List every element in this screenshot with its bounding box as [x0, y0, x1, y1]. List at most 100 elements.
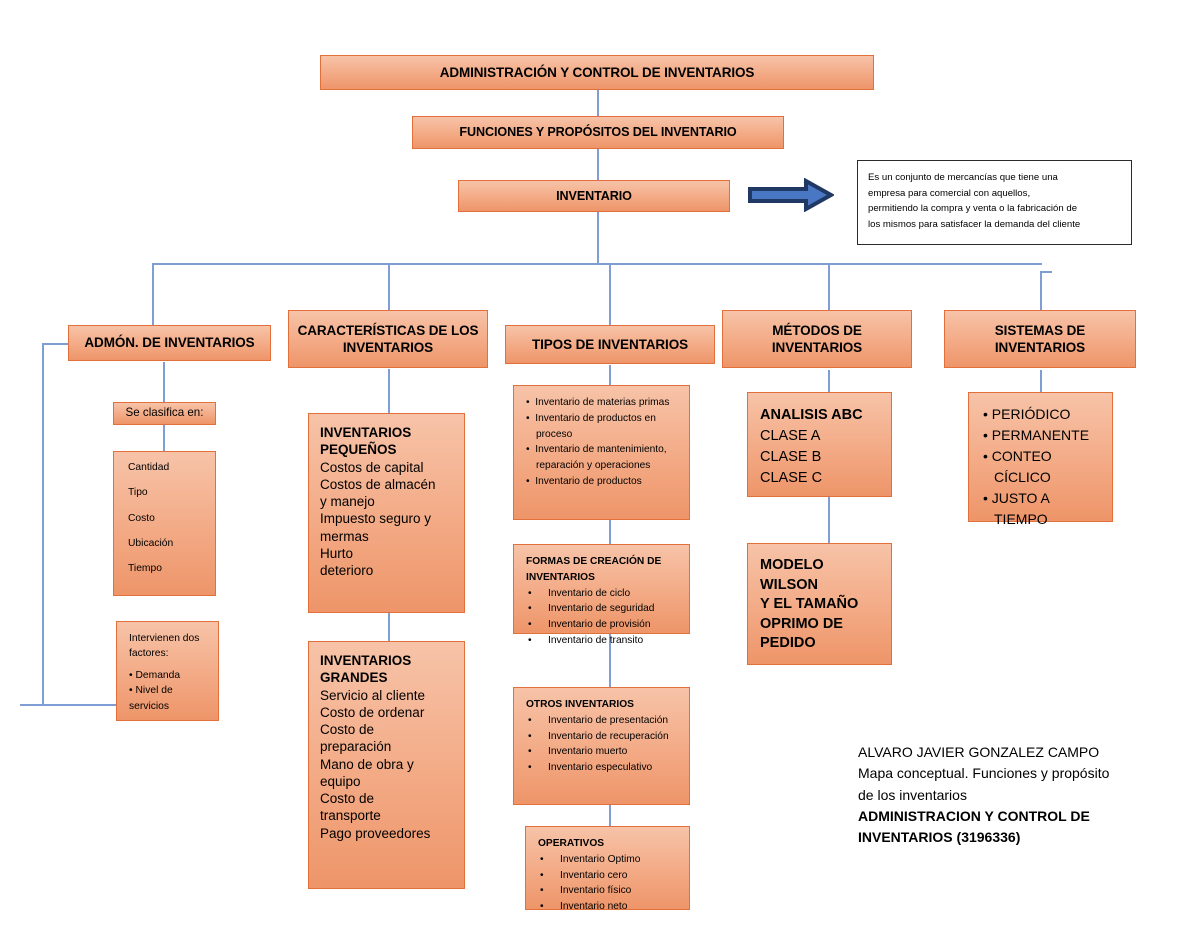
- connector-admon-left-stub: [42, 343, 70, 345]
- box-modelo-wilson[interactable]: MODELO WILSON Y EL TAMAÑO OPRIMO DE PEDI…: [747, 543, 892, 665]
- connector-admon-left-vertical: [42, 343, 44, 706]
- factores-header-2: factores:: [129, 648, 169, 660]
- branch-caracteristicas-label-1: CARACTERÍSTICAS DE LOS: [297, 322, 479, 338]
- box-branch-tipos[interactable]: TIPOS DE INVENTARIOS: [505, 325, 715, 364]
- clasificacion-item-0: Cantidad: [128, 462, 170, 473]
- box-se-clasifica-en[interactable]: Se clasifica en:: [113, 402, 216, 425]
- connector-funciones-to-inventario: [597, 149, 599, 182]
- right-block-arrow-icon: [748, 177, 836, 213]
- grandes-line-0: Servicio al cliente: [320, 687, 426, 703]
- operativos-item-0: Inventario Optimo: [538, 852, 681, 868]
- branch-sistemas-label-1: SISTEMAS DE: [994, 322, 1086, 338]
- box-funciones-propositos-label: FUNCIONES Y PROPÓSITOS DEL INVENTARIO: [459, 125, 737, 140]
- box-otros-inventarios[interactable]: OTROS INVENTARIOS Inventario de presenta…: [513, 687, 690, 805]
- wilson-line-2: OPRIMO DE: [760, 615, 843, 632]
- box-branch-caracteristicas[interactable]: CARACTERÍSTICAS DE LOS INVENTARIOS: [288, 310, 488, 368]
- box-funciones-propositos[interactable]: FUNCIONES Y PROPÓSITOS DEL INVENTARIO: [412, 116, 784, 149]
- grandes-title-1: INVENTARIOS: [320, 653, 412, 668]
- pequenos-line-2: y manejo: [320, 494, 375, 510]
- formas-item-2: Inventario de provisión: [526, 617, 681, 633]
- operativos-item-1: Inventario cero: [538, 868, 681, 884]
- connector-basicos-to-formas: [609, 520, 611, 544]
- connector-sistemas-to-items: [1040, 370, 1042, 392]
- connector-formas-to-otros: [609, 634, 611, 687]
- box-inventarios-pequenos[interactable]: INVENTARIOS PEQUEÑOS Costos de capital C…: [308, 413, 465, 613]
- connector-trunk-horizontal-right: [1040, 271, 1052, 273]
- formas-header-2: INVENTARIOS: [526, 571, 595, 583]
- grandes-line-5: equipo: [320, 773, 361, 789]
- operativos-header: OPERATIVOS: [538, 838, 605, 849]
- grandes-line-2: Costo de: [320, 722, 375, 738]
- otros-item-2: Inventario muerto: [526, 744, 681, 760]
- branch-tipos-label: TIPOS DE INVENTARIOS: [531, 336, 689, 352]
- abc-title: ANALISIS ABC: [760, 407, 863, 423]
- branch-sistemas-label-2: INVENTARIOS: [994, 340, 1086, 355]
- abc-line-1: CLASE B: [760, 449, 822, 466]
- box-branch-sistemas[interactable]: SISTEMAS DE INVENTARIOS: [944, 310, 1136, 368]
- wilson-line-3: PEDIDO: [760, 635, 816, 652]
- grandes-line-4: Mano de obra y: [320, 756, 414, 772]
- box-inventario[interactable]: INVENTARIO: [458, 180, 730, 212]
- formas-item-3: Inventario de transito: [526, 633, 681, 649]
- definition-line-3: permitiendo la compra y venta o la fabri…: [868, 203, 1078, 215]
- connector-trunk-to-admon: [152, 263, 154, 341]
- box-formas-creacion[interactable]: FORMAS DE CREACIÓN DE INVENTARIOS Invent…: [513, 544, 690, 649]
- factores-item-1-label: Nivel de: [135, 685, 173, 697]
- factores-item-0: • Demanda: [129, 669, 181, 681]
- clasificacion-item-1: Tipo: [128, 487, 148, 499]
- factores-item-2: servicios: [129, 700, 170, 712]
- wilson-line-0: MODELO WILSON: [760, 557, 824, 593]
- credits-course-1: ADMINISTRACION Y CONTROL DE: [858, 807, 1090, 824]
- definition-line-4: los mismos para satisfacer la demanda de…: [868, 218, 1081, 230]
- otros-header: OTROS INVENTARIOS: [526, 699, 634, 710]
- factores-item-1: • Nivel de: [129, 685, 173, 697]
- grandes-line-8: Pago proveedores: [320, 825, 431, 841]
- connector-trunk-to-metodos: [828, 263, 830, 311]
- sistemas-item-1: • PERMANENTE: [983, 427, 1090, 443]
- box-inventarios-grandes[interactable]: INVENTARIOS GRANDES Servicio al cliente …: [308, 641, 465, 889]
- connector-abc-to-wilson: [828, 497, 830, 543]
- sistemas-item-0-label: PERIÓDICO: [991, 406, 1071, 422]
- box-clasificacion-items[interactable]: Cantidad Tipo Costo Ubicación Tiempo: [113, 451, 216, 596]
- connector-admon-to-clasifica: [163, 362, 165, 402]
- grandes-line-6: Costo de: [320, 791, 375, 807]
- box-intervienen-factores[interactable]: Intervienen dos factores: • Demanda • Ni…: [116, 621, 219, 721]
- connector-trunk-to-sistemas: [1040, 271, 1042, 311]
- abc-line-2: CLASE C: [760, 470, 823, 487]
- tipos-basico-3-label: Inventario de productos: [535, 476, 642, 488]
- connector-tipos-to-basicos: [609, 365, 611, 387]
- box-analisis-abc[interactable]: ANALISIS ABC CLASE A CLASE B CLASE C: [747, 392, 892, 497]
- formas-item-1: Inventario de seguridad: [526, 601, 681, 617]
- operativos-item-2: Inventario físico: [538, 883, 681, 899]
- connector-trunk-horizontal: [152, 263, 1042, 265]
- otros-item-1: Inventario de recuperación: [526, 729, 681, 745]
- box-branch-metodos[interactable]: MÉTODOS DE INVENTARIOS: [722, 310, 912, 368]
- tipos-basico-0-label: Inventario de materias primas: [535, 397, 670, 408]
- clasificacion-item-4: Tiempo: [128, 563, 162, 575]
- connector-caracteristicas-to-pequenos: [388, 369, 390, 413]
- box-sistemas-items[interactable]: • PERIÓDICO • PERMANENTE • CONTEO CÍCLIC…: [968, 392, 1113, 527]
- sistemas-item-3: • JUSTO A TIEMPO: [983, 490, 1050, 527]
- tipos-basico-1: • Inventario de productos en proceso: [526, 412, 656, 440]
- box-operativos[interactable]: OPERATIVOS Inventario Optimo Inventario …: [525, 826, 690, 915]
- pequenos-line-6: deterioro: [320, 563, 374, 579]
- pequenos-line-4: mermas: [320, 528, 369, 544]
- formas-header-1: FORMAS DE CREACIÓN DE: [526, 556, 662, 567]
- pequenos-line-5: Hurto: [320, 545, 354, 561]
- box-root-title-label: ADMINISTRACIÓN Y CONTROL DE INVENTARIOS: [439, 64, 755, 80]
- box-tipos-basicos[interactable]: • Inventario de materias primas • Invent…: [513, 385, 690, 520]
- credits-course-2: INVENTARIOS (3196336): [858, 829, 1021, 846]
- grandes-line-3: preparación: [320, 739, 392, 755]
- clasificacion-item-2: Costo: [128, 512, 155, 524]
- box-branch-admon[interactable]: ADMÓN. DE INVENTARIOS: [68, 325, 271, 361]
- wilson-line-1: Y EL TAMAÑO: [760, 596, 859, 613]
- tipos-basico-2: • Inventario de mantenimiento, reparació…: [526, 444, 667, 472]
- tipos-basico-0: • Inventario de materias primas: [526, 397, 670, 408]
- box-inventario-definition: Es un conjunto de mercancías que tiene u…: [857, 160, 1132, 245]
- box-root-title[interactable]: ADMINISTRACIÓN Y CONTROL DE INVENTARIOS: [320, 55, 874, 90]
- credits-block: ALVARO JAVIER GONZALEZ CAMPO Mapa concep…: [858, 742, 1178, 848]
- se-clasifica-label: Se clasifica en:: [125, 406, 204, 420]
- pequenos-line-3: Impuesto seguro y: [320, 511, 432, 527]
- grandes-title-2: GRANDES: [320, 670, 388, 686]
- sistemas-item-1-label: PERMANENTE: [991, 427, 1090, 443]
